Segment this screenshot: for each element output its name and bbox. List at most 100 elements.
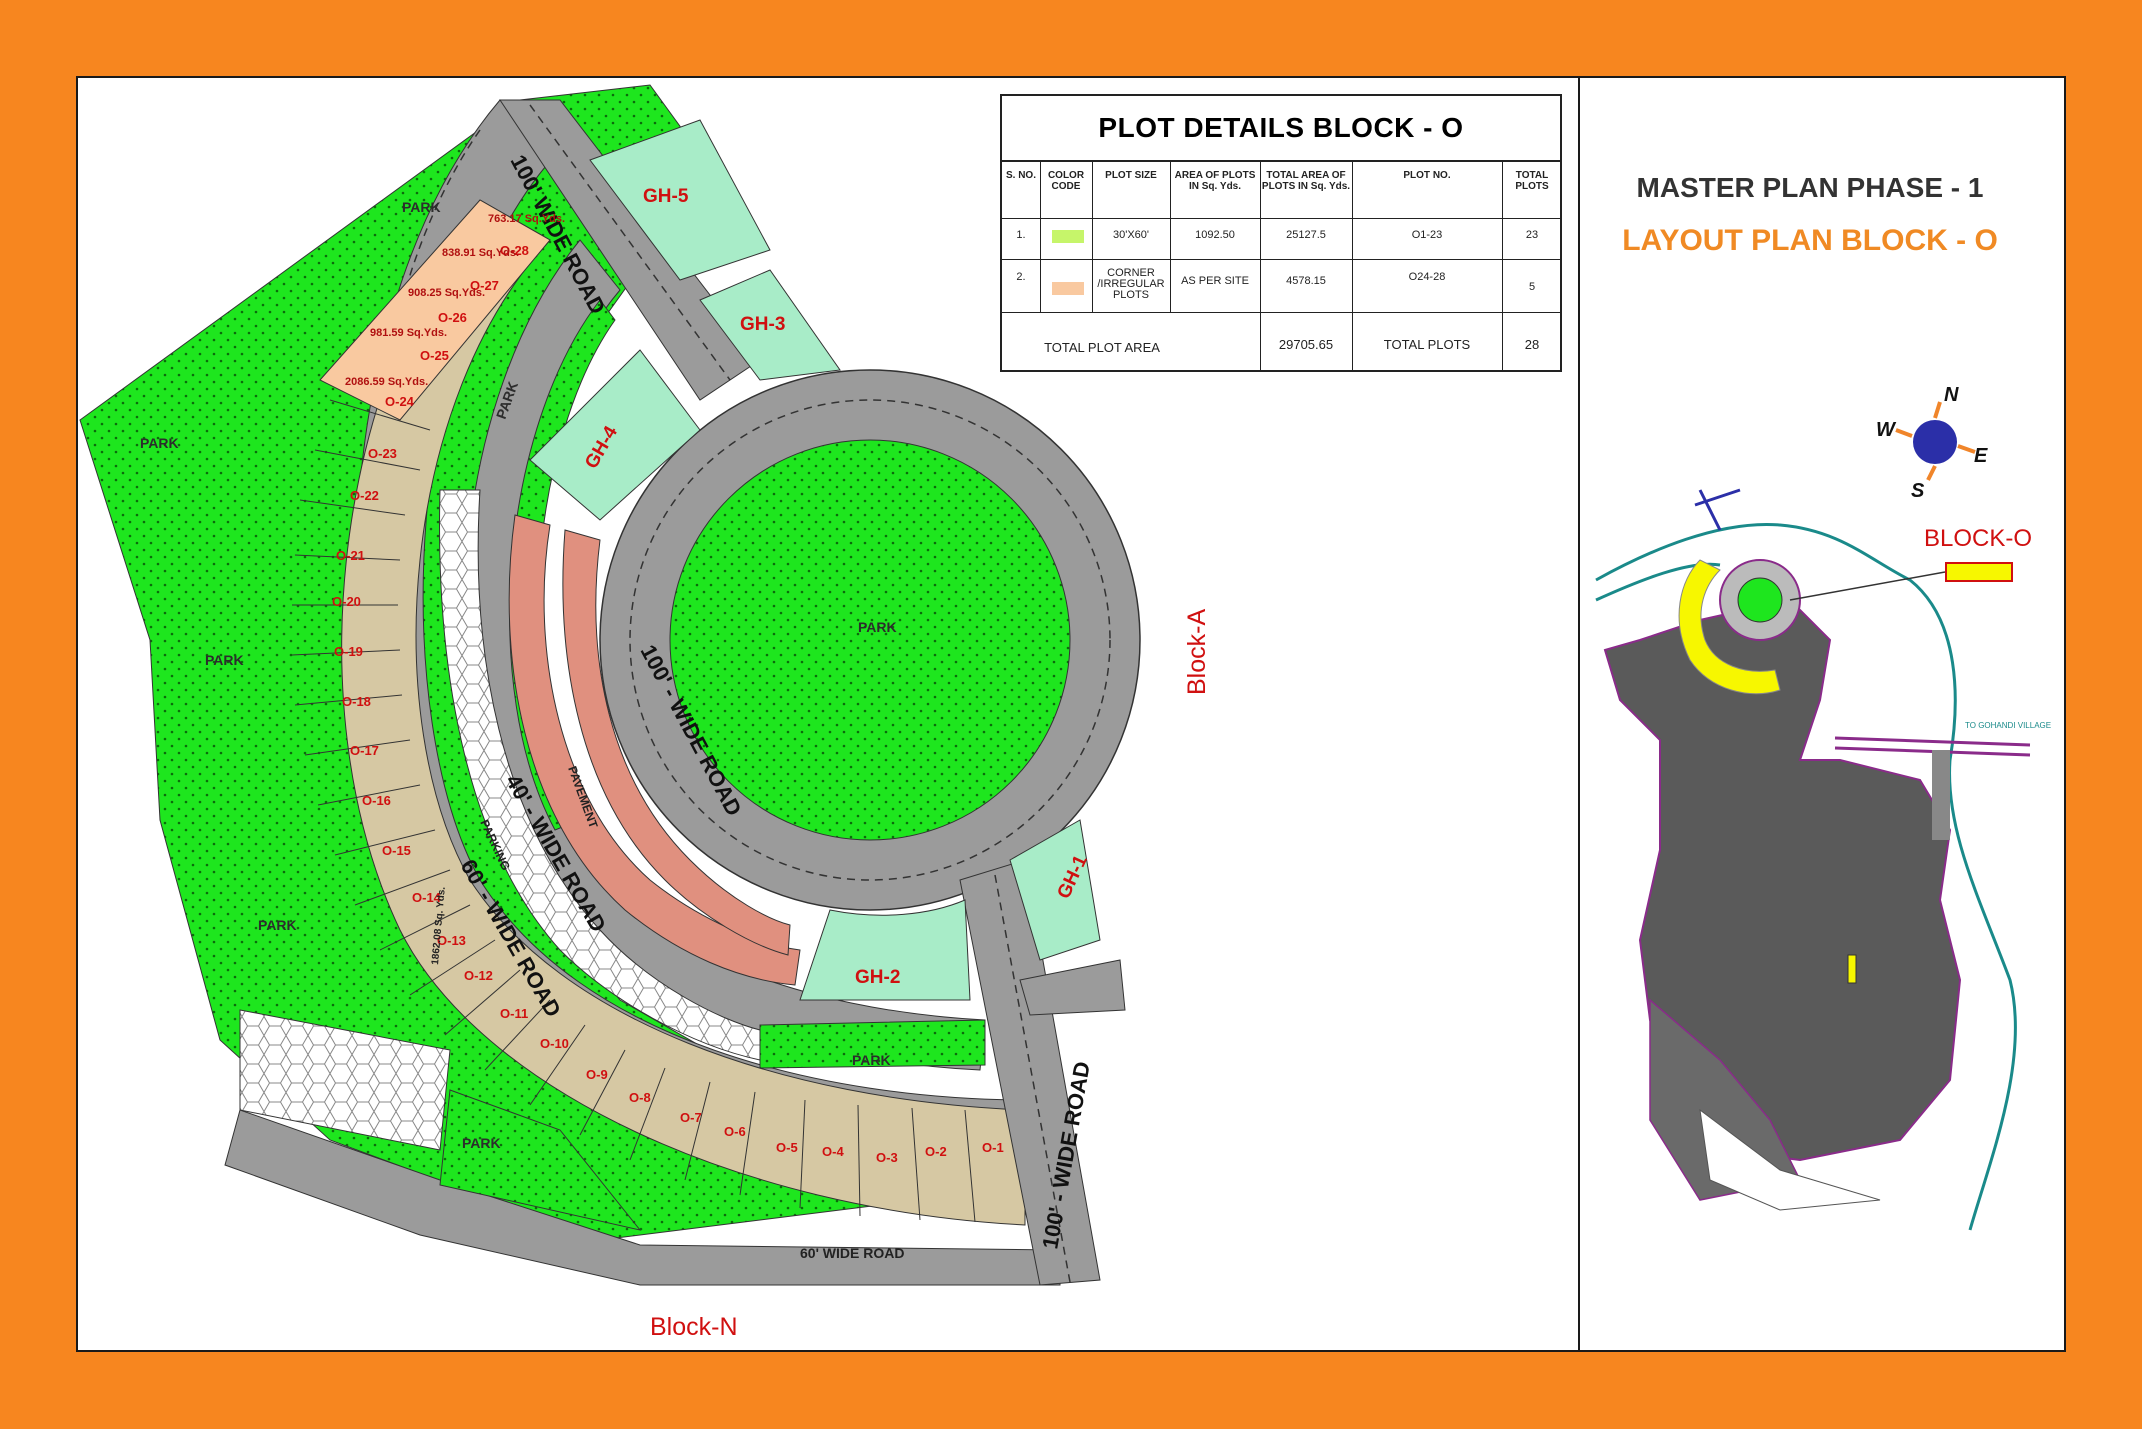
plot-label: O-4 — [822, 1144, 844, 1159]
block-n-label: Block-N — [650, 1313, 738, 1341]
row2-plot-no: O24-28 — [1408, 271, 1446, 283]
corner-area-label: 838.91 Sq.Yds. — [442, 247, 519, 259]
total-plots-value: 28 — [1524, 337, 1540, 352]
row1-count: 23 — [1525, 229, 1539, 241]
layout-plan-title: LAYOUT PLAN BLOCK - O — [1622, 224, 1998, 257]
plot-number-labels: O-1 O-2 O-3 O-4 O-5 O-6 O-7 O-8 O-9 O-10… — [332, 243, 1004, 1165]
plot-label: O-8 — [629, 1090, 651, 1105]
header-plot-no: PLOT NO. — [1403, 170, 1451, 181]
plot-label: O-26 — [438, 310, 467, 325]
compass-e: E — [1974, 445, 1988, 467]
plot-label: O-12 — [464, 968, 493, 983]
corner-area-label: 981.59 Sq.Yds. — [370, 327, 447, 339]
gh-3-label: GH-3 — [740, 314, 785, 335]
row1-total-area: 25127.5 — [1286, 229, 1326, 241]
commercial-strip-1 — [508, 514, 801, 986]
gh-2-label: GH-2 — [855, 967, 900, 988]
plot-label: O-24 — [385, 394, 415, 409]
gh-1-plot — [1009, 819, 1101, 961]
plot-label: O-5 — [776, 1140, 798, 1155]
gh-5-plot — [589, 119, 771, 281]
plot-label: O-16 — [362, 793, 391, 808]
corner-area-label: 2086.59 Sq.Yds. — [345, 376, 428, 388]
plot-label: O-18 — [342, 694, 371, 709]
compass-s: S — [1911, 480, 1925, 502]
block-a-label: Block-A — [1183, 609, 1211, 695]
corner-plots — [319, 199, 551, 421]
plot-label: O-19 — [334, 644, 363, 659]
key-map-village-label: TO GOHANDI VILLAGE — [1965, 721, 2051, 730]
plot-label: O-6 — [724, 1124, 746, 1139]
plot-details-table: PLOT DETAILS BLOCK - O S. NO. COLOR CODE… — [1000, 94, 1562, 372]
park-label-3: PARK — [205, 652, 244, 668]
plot-label: O-25 — [420, 348, 449, 363]
sheet-divider — [1578, 76, 1580, 1352]
plot-label: O-11 — [500, 1006, 528, 1021]
plot-label: O-28 — [500, 243, 529, 258]
row1-sno: 1. — [1016, 229, 1026, 241]
row2-size: CORNER /IRREGULAR PLOTS — [1097, 267, 1165, 301]
plot-label: O-21 — [336, 548, 365, 563]
compass-w: W — [1876, 419, 1897, 441]
header-color-code: COLOR CODE — [1047, 170, 1085, 192]
row2-sno: 2. — [1016, 271, 1026, 283]
row1-size: 30'X60' — [1112, 229, 1149, 241]
row2-color-swatch — [1052, 282, 1084, 295]
plot-label: O-1 — [982, 1140, 1004, 1155]
park-label-6: PARK — [852, 1052, 891, 1068]
total-plots-label: TOTAL PLOTS — [1383, 337, 1471, 352]
plot-label: O-17 — [350, 743, 379, 758]
gh-2-plot — [799, 899, 971, 1001]
plot-label: O-23 — [368, 446, 397, 461]
park-label-2: PARK — [140, 435, 179, 451]
plot-label: O-2 — [925, 1144, 947, 1159]
plot-label: O-10 — [540, 1036, 569, 1051]
header-plot-size: PLOT SIZE — [1105, 170, 1157, 181]
corner-area-label: 908.25 Sq.Yds. — [408, 287, 485, 299]
plot-label: O-7 — [680, 1110, 702, 1125]
header-sno: S. NO. — [1005, 170, 1036, 181]
master-plan-title: MASTER PLAN PHASE - 1 — [1636, 172, 1984, 203]
total-area-label: TOTAL PLOT AREA — [1044, 340, 1160, 355]
row1-color-swatch — [1052, 230, 1084, 243]
plot-label: O-9 — [586, 1067, 608, 1082]
corner-area-label: 763.17 Sq.Yds. — [488, 213, 565, 225]
row1-plot-no: O1-23 — [1411, 229, 1443, 241]
plots-band — [341, 199, 1026, 1226]
plot-label: O-20 — [332, 594, 361, 609]
key-map-block-marker — [1945, 562, 2013, 582]
plot-table-title: PLOT DETAILS BLOCK - O — [1002, 96, 1560, 162]
row1-area: 1092.50 — [1195, 229, 1235, 241]
header-area: AREA OF PLOTS IN Sq. Yds. — [1174, 170, 1256, 192]
row2-area: AS PER SITE — [1181, 275, 1249, 287]
header-total-area: TOTAL AREA OF PLOTS IN Sq. Yds. — [1261, 170, 1351, 192]
compass: N S E W — [1876, 384, 1988, 502]
park-small-bottom — [759, 1019, 986, 1069]
park-bottom-left — [439, 1089, 642, 1231]
compass-n: N — [1944, 384, 1959, 406]
park-label-central: PARK — [858, 619, 897, 635]
road-100-right — [959, 859, 1101, 1286]
road-60-bottom — [224, 1109, 1061, 1286]
hex-lot — [239, 1009, 451, 1151]
park-label-1: PARK — [402, 199, 441, 215]
central-park — [669, 439, 1071, 841]
gh-3-plot — [699, 269, 841, 381]
row2-total-area: 4578.15 — [1286, 275, 1326, 287]
header-total-plots: TOTAL PLOTS — [1515, 170, 1549, 192]
row2-count: 5 — [1528, 281, 1536, 293]
total-area-value: 29705.65 — [1278, 337, 1334, 352]
gh-5-label: GH-5 — [643, 186, 689, 207]
commercial-strip-2 — [562, 529, 791, 956]
plot-label: O-13 — [437, 933, 466, 948]
key-map-block-label: BLOCK-O — [1924, 525, 2033, 552]
plot-label: O-27 — [470, 278, 499, 293]
plot-label: O-15 — [382, 843, 411, 858]
key-map: TO GOHANDI VILLAGE — [1595, 488, 2051, 1231]
park-label-4: PARK — [258, 917, 297, 933]
gh-4-plot — [529, 349, 701, 521]
road-label-60-bottom: 60' WIDE ROAD — [800, 1245, 904, 1261]
plot-label: O-14 — [412, 890, 442, 905]
plot-dividers — [291, 399, 976, 1223]
